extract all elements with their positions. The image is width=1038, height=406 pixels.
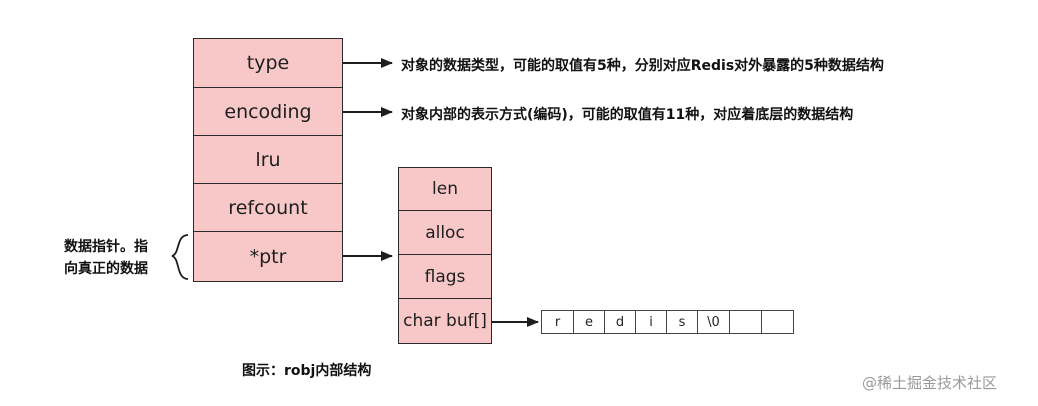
site-watermark: @稀土掘金技术社区 [862, 374, 998, 392]
ptr-annotation-line2: 向真正的数据 [64, 261, 148, 277]
sds-field-len: len [398, 167, 492, 211]
buf-cell [729, 310, 762, 334]
figure-caption: 图示：robj内部结构 [242, 363, 372, 379]
type-annotation: 对象的数据类型，可能的取值有5种，分别对应Redis对外暴露的5种数据结构 [401, 58, 884, 74]
sds-field-alloc: alloc [398, 210, 492, 255]
robj-field-encoding: encoding [193, 87, 343, 136]
robj-field-type: type [193, 38, 343, 88]
buf-cell: e [573, 310, 605, 334]
curly-brace [171, 234, 189, 280]
ptr-annotation: 数据指针。指 向真正的数据 [64, 236, 148, 280]
buf-cell: \0 [697, 310, 730, 334]
robj-field-ptr: *ptr [193, 231, 343, 282]
sds-field-buf: char buf[] [398, 298, 492, 344]
sds-field-flags: flags [398, 254, 492, 299]
ptr-annotation-line1: 数据指针。指 [64, 239, 148, 255]
encoding-annotation: 对象内部的表示方式(编码)，可能的取值有11种，对应着底层的数据结构 [401, 107, 854, 123]
buf-cell: i [635, 310, 667, 334]
buf-cell: s [666, 310, 698, 334]
buf-cell [761, 310, 794, 334]
buf-cell: r [541, 310, 574, 334]
